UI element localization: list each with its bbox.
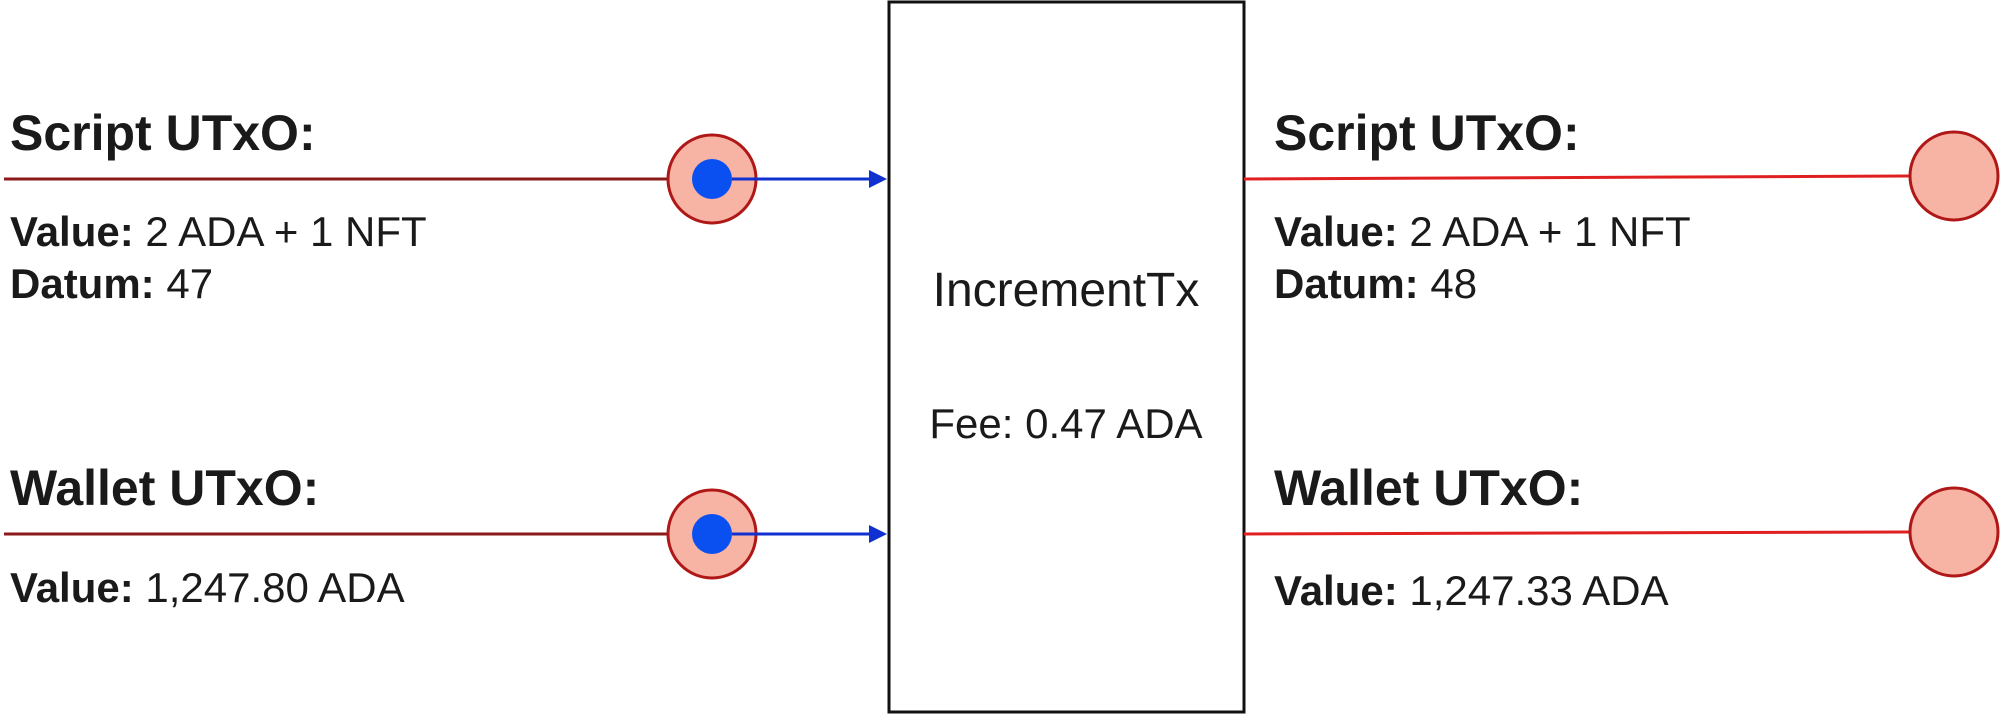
input-script-datum-text: 47 bbox=[155, 260, 213, 307]
output-wallet-utxo: Wallet UTxO: Value: 1,247.33 ADA bbox=[1243, 460, 2000, 614]
input-wallet-utxo: Wallet UTxO: Value: 1,247.80 ADA bbox=[4, 460, 887, 611]
input-wallet-redeemer-dot[interactable] bbox=[692, 514, 732, 554]
output-script-line bbox=[1243, 174, 1911, 181]
output-wallet-value-text: 1,247.33 ADA bbox=[1398, 567, 1669, 614]
output-script-datum-key: Datum: bbox=[1274, 260, 1419, 307]
output-wallet-value-key: Value: bbox=[1274, 567, 1398, 614]
input-script-utxo: Script UTxO: Value: 2 ADA + 1 NFT Datum:… bbox=[4, 105, 887, 307]
output-script-datum: Datum: 48 bbox=[1274, 260, 1477, 307]
input-wallet-value-key: Value: bbox=[10, 564, 134, 611]
output-script-value: Value: 2 ADA + 1 NFT bbox=[1274, 208, 1691, 255]
output-wallet-value: Value: 1,247.33 ADA bbox=[1274, 567, 1669, 614]
input-script-datum: Datum: 47 bbox=[10, 260, 213, 307]
input-script-title: Script UTxO: bbox=[10, 105, 316, 161]
transaction-box: IncrementTx Fee: 0.47 ADA bbox=[887, 0, 1246, 714]
input-script-value-text: 2 ADA + 1 NFT bbox=[134, 208, 427, 255]
output-wallet-title: Wallet UTxO: bbox=[1274, 460, 1583, 516]
output-script-value-key: Value: bbox=[1274, 208, 1398, 255]
output-script-title: Script UTxO: bbox=[1274, 105, 1580, 161]
output-script-value-text: 2 ADA + 1 NFT bbox=[1398, 208, 1691, 255]
input-wallet-value-text: 1,247.80 ADA bbox=[134, 564, 405, 611]
output-script-datum-text: 48 bbox=[1419, 260, 1477, 307]
transaction-name: IncrementTx bbox=[933, 264, 1200, 317]
input-wallet-title: Wallet UTxO: bbox=[10, 460, 319, 516]
output-script-utxo-circle[interactable] bbox=[1908, 130, 2000, 222]
output-wallet-line bbox=[1243, 530, 1911, 536]
transaction-fee: Fee: 0.47 ADA bbox=[929, 400, 1202, 447]
output-wallet-utxo-circle[interactable] bbox=[1908, 486, 2000, 578]
input-wallet-value: Value: 1,247.80 ADA bbox=[10, 564, 405, 611]
output-script-utxo: Script UTxO: Value: 2 ADA + 1 NFT Datum:… bbox=[1243, 105, 2000, 307]
input-script-redeemer-dot[interactable] bbox=[692, 159, 732, 199]
input-script-value: Value: 2 ADA + 1 NFT bbox=[10, 208, 427, 255]
transaction-rect bbox=[887, 0, 1246, 714]
input-script-value-key: Value: bbox=[10, 208, 134, 255]
input-script-datum-key: Datum: bbox=[10, 260, 155, 307]
